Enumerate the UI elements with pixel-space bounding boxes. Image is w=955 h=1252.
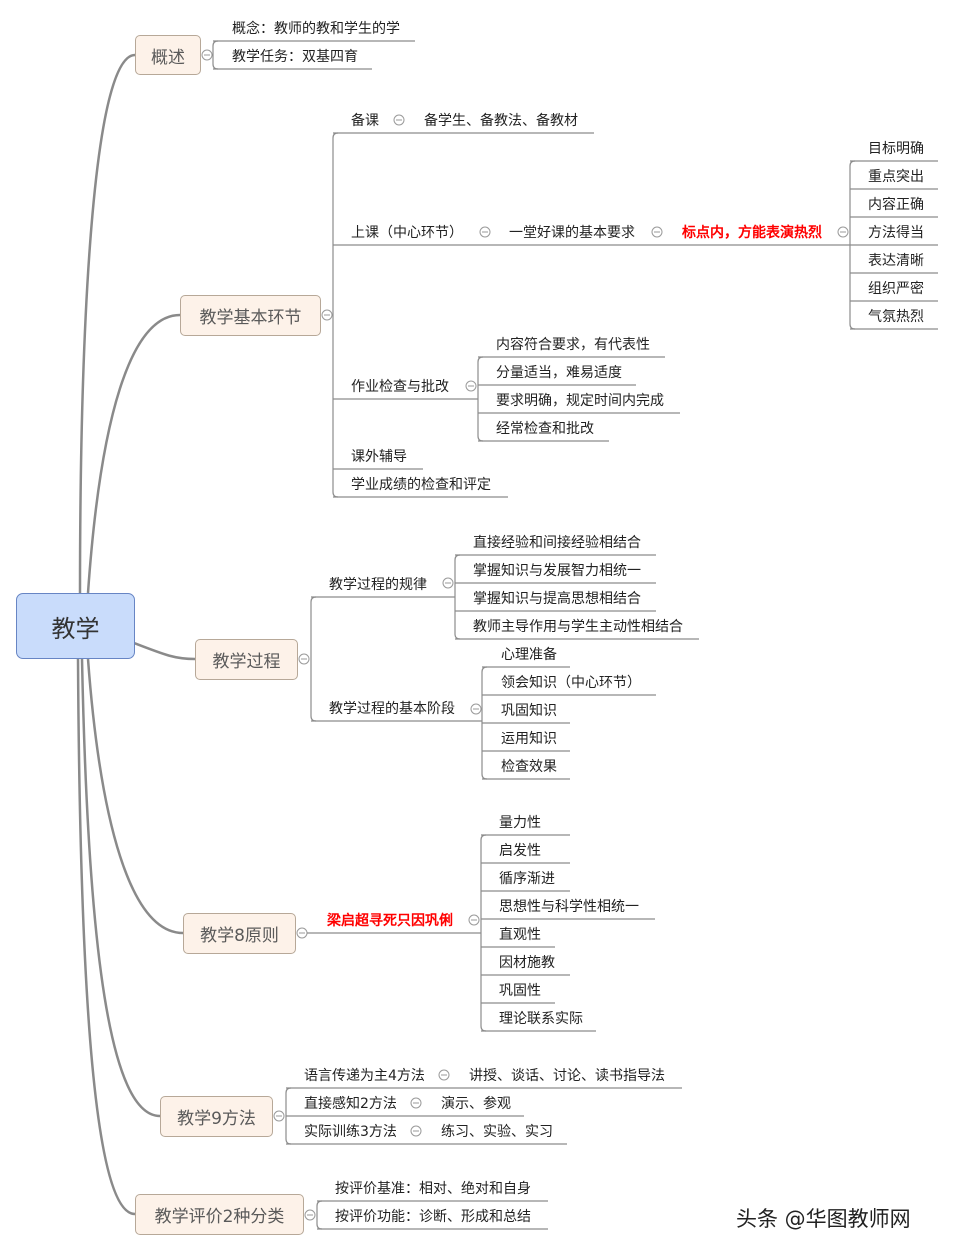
bracket-line	[310, 596, 317, 722]
step-prep[interactable]: 备课	[351, 113, 379, 129]
branch-connector	[78, 53, 136, 594]
step-lesson[interactable]: 上课（中心环节）	[351, 225, 463, 241]
collapse-toggle-icon[interactable]	[479, 226, 491, 238]
step-tutoring[interactable]: 课外辅导	[351, 449, 407, 465]
homework-item[interactable]: 内容符合要求，有代表性	[496, 337, 650, 353]
bracket-line	[477, 356, 484, 442]
bracket-line	[212, 40, 219, 70]
branch-principles[interactable]: 教学8原则	[183, 913, 296, 954]
method-detail[interactable]: 讲授、谈话、讨论、读书指导法	[469, 1068, 665, 1084]
principle-item[interactable]: 量力性	[499, 815, 541, 831]
principles-mnemonic[interactable]: 梁启超寻死只因巩俐	[327, 913, 453, 929]
collapse-toggle-icon[interactable]	[837, 226, 849, 238]
branch-connector	[86, 313, 181, 594]
collapse-toggle-icon[interactable]	[468, 914, 480, 926]
stage-item[interactable]: 运用知识	[501, 731, 557, 747]
collapse-toggle-icon[interactable]	[651, 226, 663, 238]
method-category[interactable]: 实际训练3方法	[304, 1124, 397, 1140]
method-detail[interactable]: 演示、参观	[441, 1096, 511, 1112]
root-topic[interactable]: 教学	[16, 593, 135, 659]
collapse-toggle-icon[interactable]	[201, 49, 213, 61]
principle-item[interactable]: 循序渐进	[499, 871, 555, 887]
stage-item[interactable]: 巩固知识	[501, 703, 557, 719]
branch-connector	[133, 641, 196, 661]
principle-item[interactable]: 巩固性	[499, 983, 541, 999]
lesson-requirement-item[interactable]: 目标明确	[868, 141, 924, 157]
bracket-line	[480, 834, 487, 1032]
prep-detail[interactable]: 备学生、备教法、备教材	[424, 113, 578, 129]
branch-connector	[80, 658, 161, 1118]
collapse-toggle-icon[interactable]	[296, 927, 308, 939]
branch-connector	[76, 658, 136, 1216]
step-grading[interactable]: 学业成绩的检查和评定	[351, 477, 491, 493]
law-item[interactable]: 直接经验和间接经验相结合	[473, 535, 641, 551]
watermark: 头条 @华图教师网	[736, 1207, 911, 1231]
process-laws[interactable]: 教学过程的规律	[329, 577, 427, 593]
collapse-toggle-icon[interactable]	[393, 114, 405, 126]
bracket-line	[454, 554, 461, 640]
method-detail[interactable]: 练习、实验、实习	[441, 1124, 553, 1140]
overview-item[interactable]: 概念：教师的教和学生的学	[232, 21, 400, 37]
evaluation-item[interactable]: 按评价基准：相对、绝对和自身	[335, 1181, 531, 1197]
lesson-requirement-item[interactable]: 组织严密	[868, 281, 924, 297]
homework-item[interactable]: 经常检查和批改	[496, 421, 594, 437]
homework-item[interactable]: 分量适当，难易适度	[496, 365, 622, 381]
bracket-line	[316, 1200, 323, 1230]
stage-item[interactable]: 领会知识（中心环节）	[501, 675, 641, 691]
collapse-toggle-icon[interactable]	[410, 1097, 422, 1109]
branch-basic-steps[interactable]: 教学基本环节	[180, 295, 321, 336]
collapse-toggle-icon[interactable]	[470, 703, 482, 715]
bracket-line	[332, 132, 339, 498]
lesson-requirements[interactable]: 一堂好课的基本要求	[509, 225, 635, 241]
collapse-toggle-icon[interactable]	[321, 309, 333, 321]
law-item[interactable]: 掌握知识与提高思想相结合	[473, 591, 641, 607]
collapse-toggle-icon[interactable]	[304, 1209, 316, 1221]
lesson-requirement-item[interactable]: 表达清晰	[868, 253, 924, 269]
principle-item[interactable]: 直观性	[499, 927, 541, 943]
step-homework[interactable]: 作业检查与批改	[351, 379, 449, 395]
branch-methods[interactable]: 教学9方法	[160, 1096, 273, 1137]
collapse-toggle-icon[interactable]	[410, 1125, 422, 1137]
process-stages[interactable]: 教学过程的基本阶段	[329, 701, 455, 717]
method-category[interactable]: 直接感知2方法	[304, 1096, 397, 1112]
lesson-requirement-item[interactable]: 重点突出	[868, 169, 924, 185]
lesson-requirement-item[interactable]: 内容正确	[868, 197, 924, 213]
collapse-toggle-icon[interactable]	[298, 653, 310, 665]
principle-item[interactable]: 理论联系实际	[499, 1011, 583, 1027]
law-item[interactable]: 掌握知识与发展智力相统一	[473, 563, 641, 579]
branch-evaluation[interactable]: 教学评价2种分类	[135, 1194, 304, 1235]
principle-item[interactable]: 因材施教	[499, 955, 555, 971]
lesson-requirement-item[interactable]: 方法得当	[868, 225, 924, 241]
method-category[interactable]: 语言传递为主4方法	[304, 1068, 425, 1084]
stage-item[interactable]: 检查效果	[501, 759, 557, 775]
collapse-toggle-icon[interactable]	[438, 1069, 450, 1081]
homework-item[interactable]: 要求明确，规定时间内完成	[496, 393, 664, 409]
overview-item[interactable]: 教学任务：双基四育	[232, 49, 358, 65]
law-item[interactable]: 教师主导作用与学生主动性相结合	[473, 619, 683, 635]
collapse-toggle-icon[interactable]	[465, 380, 477, 392]
lesson-mnemonic[interactable]: 标点内，方能表演热烈	[682, 225, 822, 241]
evaluation-item[interactable]: 按评价功能：诊断、形成和总结	[335, 1209, 531, 1225]
principle-item[interactable]: 启发性	[499, 843, 541, 859]
collapse-toggle-icon[interactable]	[442, 577, 454, 589]
branch-connector	[86, 658, 184, 935]
principle-item[interactable]: 思想性与科学性相统一	[499, 899, 639, 915]
branch-process[interactable]: 教学过程	[195, 639, 298, 680]
lesson-requirement-item[interactable]: 气氛热烈	[868, 309, 924, 325]
stage-item[interactable]: 心理准备	[501, 647, 557, 663]
collapse-toggle-icon[interactable]	[273, 1110, 285, 1122]
branch-overview[interactable]: 概述	[135, 35, 201, 75]
